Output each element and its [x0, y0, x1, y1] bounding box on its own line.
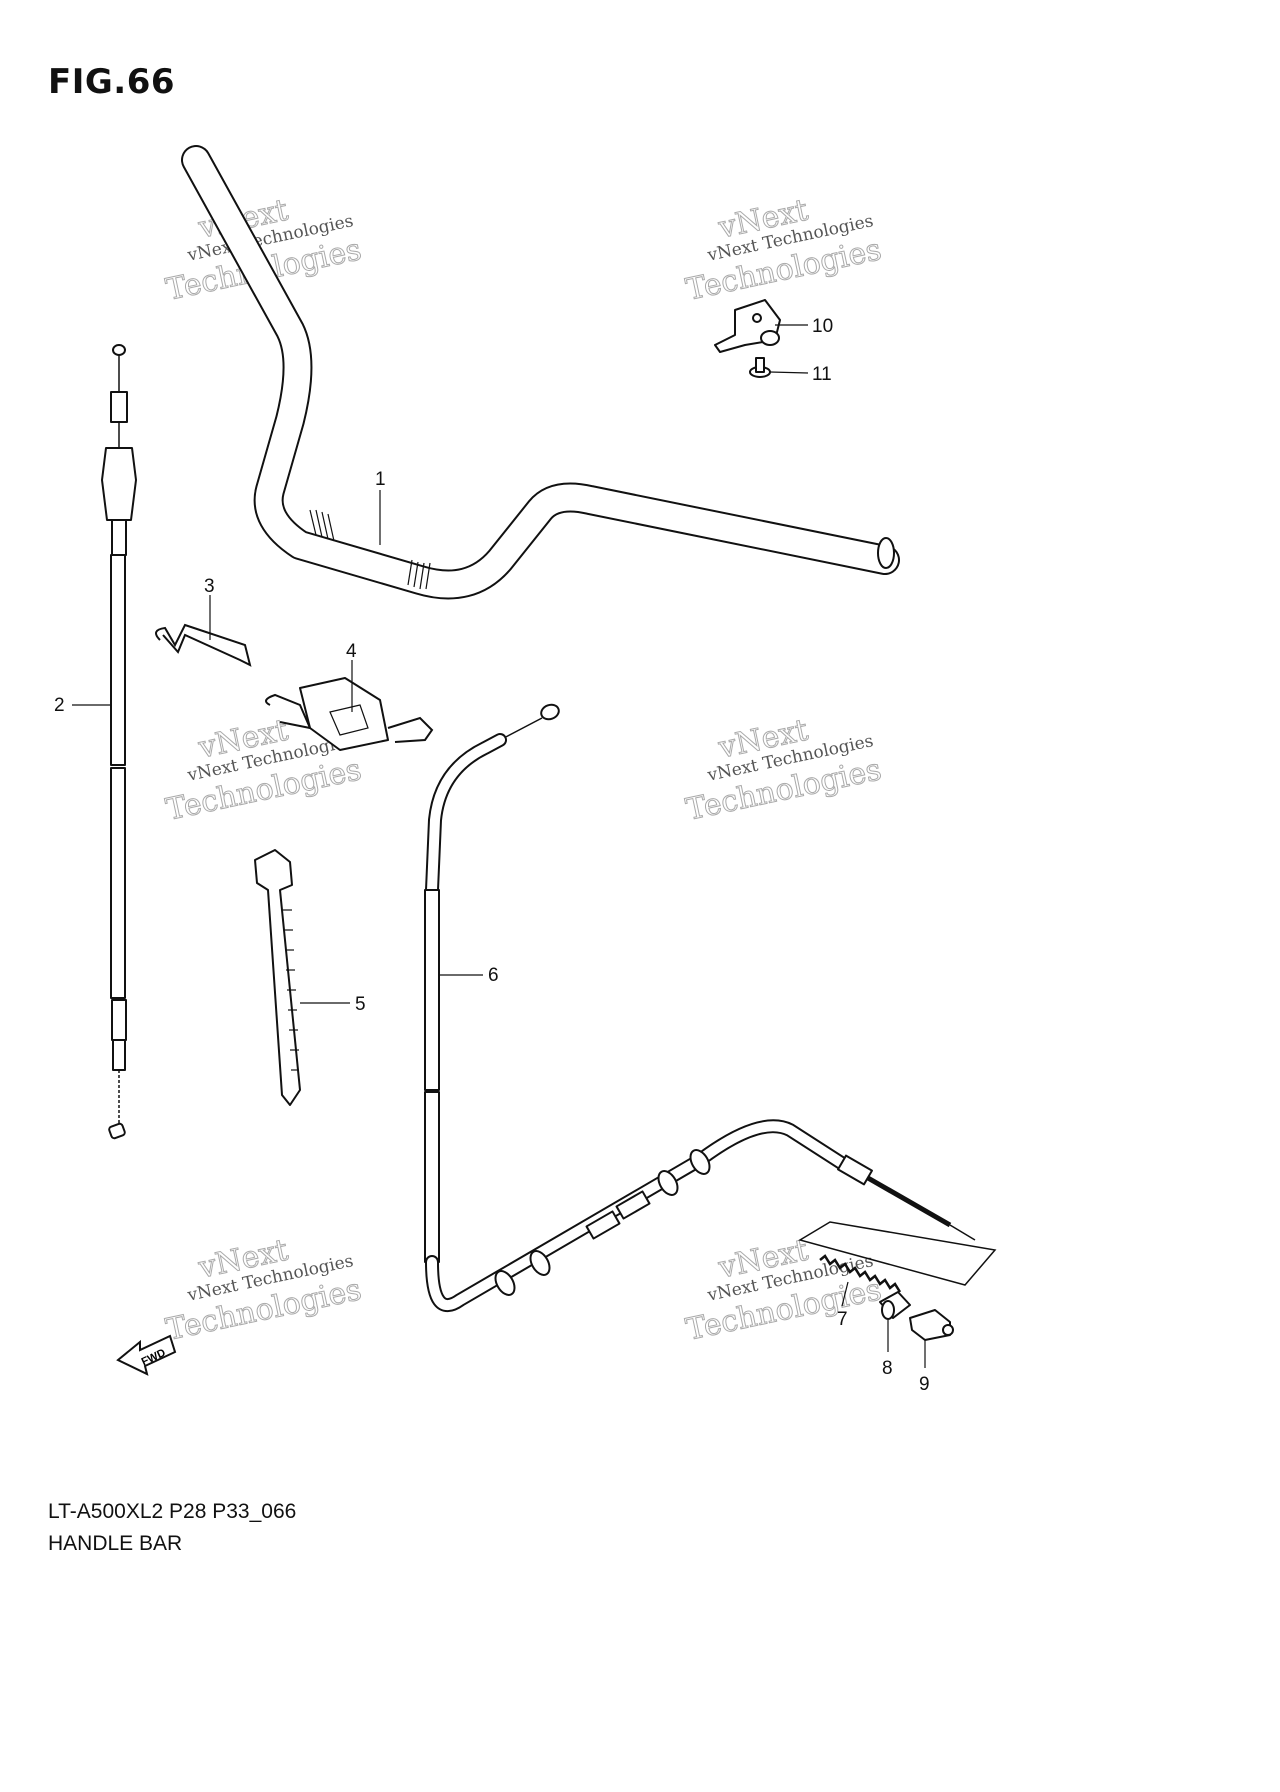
watermark-bottom-right: vNext vNext Technologies Technologies: [683, 1232, 885, 1348]
callout-2: 2: [54, 695, 65, 716]
section-name: HANDLE BAR: [48, 1532, 183, 1555]
part-7-spring: [819, 1254, 902, 1293]
callout-10: 10: [812, 316, 833, 337]
model-code: LT-A500XL2 P28 P33_066: [48, 1500, 297, 1523]
callout-4: 4: [346, 641, 357, 662]
callout-5: 5: [355, 994, 366, 1015]
part-3-spring-clip: [155, 623, 252, 667]
part-6-brake-cable: [424, 703, 976, 1313]
part-5-cable-tie: [254, 849, 301, 1106]
callout-11: 11: [812, 364, 832, 385]
callout-9: 9: [919, 1374, 930, 1395]
part-9-joint-clip: [909, 1309, 954, 1341]
callout-3: 3: [204, 576, 215, 597]
leader-lines: [72, 324, 926, 1368]
callout-8: 8: [882, 1358, 893, 1379]
knurl-right: [407, 559, 431, 590]
figure-title: FIG.66: [48, 62, 176, 102]
callout-7: 7: [837, 1309, 848, 1330]
watermark-mid-right: vNext vNext Technologies Technologies: [683, 712, 885, 828]
part-10-bracket: [714, 299, 781, 353]
watermark-bottom-left: vNext vNext Technologies Technologies: [163, 1232, 365, 1348]
part-4-clamp-bracket: [265, 677, 434, 751]
part-2-cable: [101, 344, 137, 1140]
fwd-direction-icon: FWD: [116, 1334, 177, 1376]
callout-labels: 1 2 3 4 5 6 7 8 9 10 11: [54, 316, 930, 1395]
part-11-screw: [749, 357, 771, 378]
callout-6: 6: [488, 965, 499, 986]
callout-1: 1: [375, 469, 386, 490]
watermark-top-right: vNext vNext Technologies Technologies: [683, 192, 885, 308]
kit-outline: [798, 1221, 997, 1286]
part-8-pin: [879, 1291, 911, 1320]
knurl-left: [309, 509, 335, 542]
part-1-handlebar: [181, 145, 900, 600]
